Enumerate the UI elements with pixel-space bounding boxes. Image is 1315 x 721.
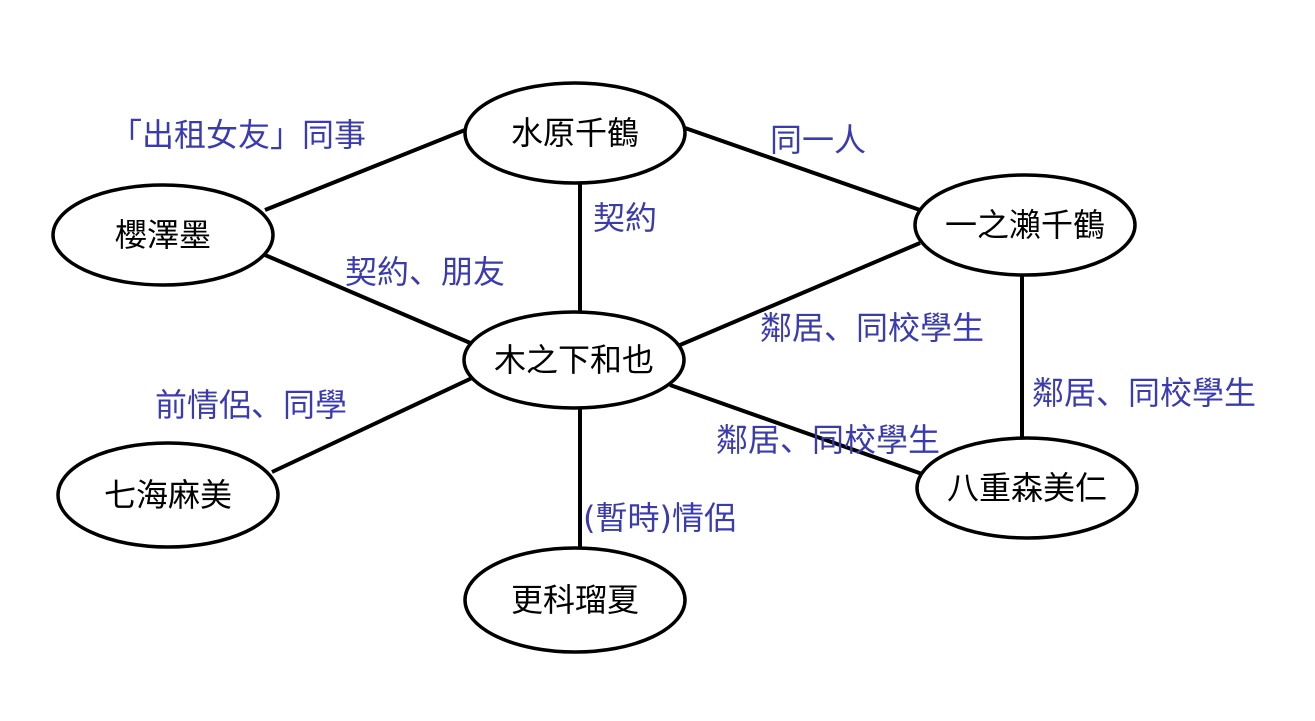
node-yaemori-label: 八重森美仁 xyxy=(947,469,1107,507)
node-mizuhara: 水原千鶴 xyxy=(463,81,687,185)
edge-kinoshita-yaemori xyxy=(669,383,926,477)
node-nanami: 七海麻美 xyxy=(56,441,280,549)
node-yaemori: 八重森美仁 xyxy=(915,436,1139,540)
edge-labels: 「出租女友」同事 同一人 契約 契約、朋友 鄰居、同校學生 鄰居、同校學生 前情… xyxy=(110,116,1256,537)
edge-label-kinoshita-ichinose: 鄰居、同校學生 xyxy=(760,309,984,347)
node-sarashina-label: 更科瑠夏 xyxy=(511,581,639,619)
node-sakurasawa-ellipse xyxy=(51,183,275,287)
node-ichinose: 一之瀨千鶴 xyxy=(913,173,1137,277)
edge-label-mizuhara-kinoshita: 契約 xyxy=(593,199,657,237)
node-kinoshita-label: 木之下和也 xyxy=(494,341,654,379)
node-mizuhara-ellipse xyxy=(463,81,687,185)
node-kinoshita-ellipse xyxy=(462,310,686,410)
nodes: 水原千鶴 櫻澤墨 一之瀨千鶴 木之下和也 七海麻美 八重森美仁 更科瑠夏 xyxy=(51,81,1139,654)
node-sarashina-ellipse xyxy=(463,546,687,654)
edge-sakurasawa-kinoshita xyxy=(264,253,476,347)
edge-label-sakurasawa-kinoshita: 契約、朋友 xyxy=(345,253,505,291)
node-yaemori-ellipse xyxy=(915,436,1139,540)
edge-label-nanami-kinoshita: 前情侶、同學 xyxy=(155,386,347,424)
node-ichinose-label: 一之瀨千鶴 xyxy=(945,206,1105,244)
edges xyxy=(264,126,1024,552)
node-nanami-label: 七海麻美 xyxy=(104,476,232,514)
node-mizuhara-label: 水原千鶴 xyxy=(511,114,639,152)
node-sakurasawa: 櫻澤墨 xyxy=(51,183,275,287)
edge-sakurasawa-mizuhara xyxy=(264,126,471,212)
edge-label-mizuhara-ichinose: 同一人 xyxy=(770,121,866,159)
node-nanami-ellipse xyxy=(56,441,280,549)
edge-label-kinoshita-sarashina: (暫時)情侶 xyxy=(583,499,736,537)
node-sakurasawa-label: 櫻澤墨 xyxy=(115,216,211,254)
edge-mizuhara-ichinose xyxy=(684,126,921,212)
node-sarashina: 更科瑠夏 xyxy=(463,546,687,654)
edge-label-kinoshita-yaemori: 鄰居、同校學生 xyxy=(716,421,940,459)
node-ichinose-ellipse xyxy=(913,173,1137,277)
edge-label-sakurasawa-mizuhara: 「出租女友」同事 xyxy=(110,116,366,154)
node-kinoshita: 木之下和也 xyxy=(462,310,686,410)
edge-kinoshita-ichinose xyxy=(679,241,921,347)
edge-label-ichinose-yaemori: 鄰居、同校學生 xyxy=(1032,374,1256,412)
edge-nanami-kinoshita xyxy=(271,376,473,474)
